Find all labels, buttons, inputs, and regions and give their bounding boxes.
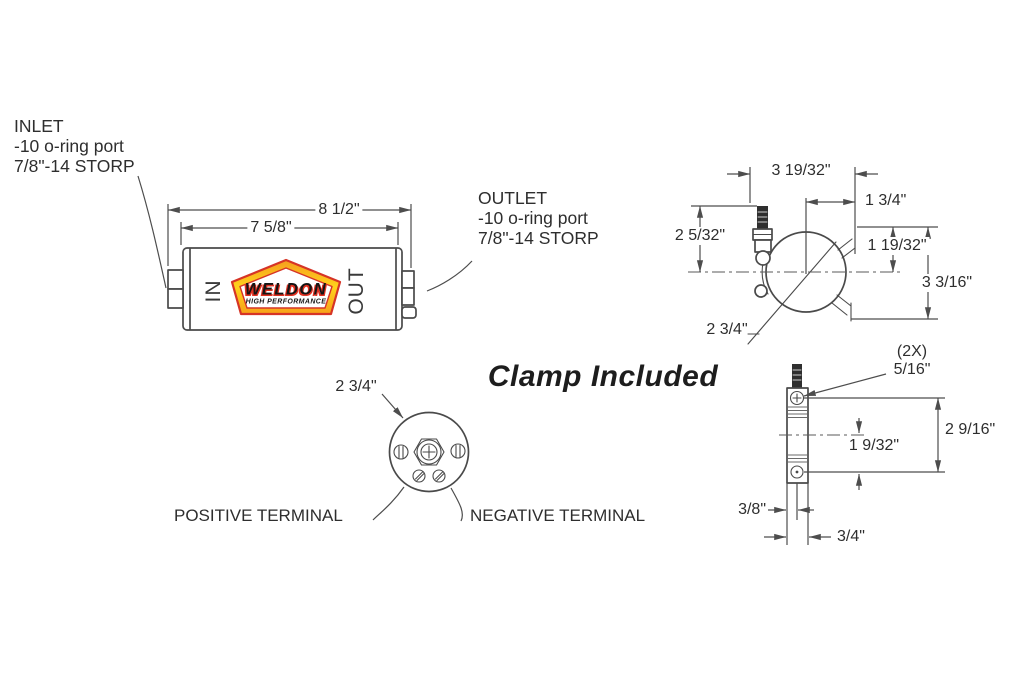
positive-terminal-label: POSITIVE TERMINAL [174, 506, 343, 525]
inlet-port-spec: -10 o-ring port [14, 136, 124, 156]
outlet-label: OUTLET -10 o-ring port 7/8"-14 STORP [478, 188, 599, 248]
pump-out-marking: OUT [345, 267, 368, 315]
pump-in-marking: IN [202, 279, 225, 303]
clamp-pivot-lower [754, 284, 768, 298]
weldon-logo-tagline: HIGH PERFORMANCE [245, 298, 327, 306]
terminal-leader-lines [372, 393, 463, 522]
terminal-right-screw [450, 443, 466, 459]
dim-bolt-to-center: 2 5/32" [671, 227, 729, 245]
hole-callout-size: 5/16" [893, 361, 931, 378]
dim-center-to-tab: 1 3/4" [865, 192, 907, 209]
dim-hole-spacing: 2 9/16" [945, 421, 996, 438]
dim-tab-to-center: 1 19/32" [864, 237, 930, 255]
clamp-side-drawing [786, 364, 809, 484]
inlet-leader-line [137, 175, 167, 289]
clamp-included-note: Clamp Included [487, 360, 719, 393]
logo-pentagon-inner [239, 267, 333, 309]
clamp-tab-upper [837, 238, 856, 259]
dim-endcap-diameter: 2 3/4" [335, 378, 377, 395]
clamp-side-knurl-top [787, 406, 808, 418]
terminal-end-drawing [388, 411, 470, 493]
dim-clamp-overall-width: 3 19/32" [771, 162, 831, 179]
inlet-label: INLET -10 o-ring port 7/8"-14 STORP [14, 116, 135, 176]
dim-tab-to-tab: 3 3/16" [918, 274, 976, 292]
dim-band-width: 3/4" [837, 528, 865, 545]
outlet-title: OUTLET [478, 188, 548, 208]
dim-band-thickness: 3/8" [738, 501, 766, 518]
outlet-thread-spec: 7/8"-14 STORP [478, 228, 599, 248]
clamp-front-dimension-lines [688, 167, 938, 320]
outlet-port-fitting-upper [401, 270, 415, 289]
hole-callout-qty: (2X) [896, 343, 928, 360]
clamp-pivot-upper [755, 250, 771, 266]
inlet-port-fitting-upper [167, 269, 184, 290]
clamp-side-stud [792, 364, 802, 388]
negative-terminal-label: NEGATIVE TERMINAL [470, 506, 646, 525]
clamp-side-knurl-bottom [787, 454, 808, 463]
weldon-logo-shape [230, 258, 342, 316]
terminal-diameter-leader [381, 393, 404, 419]
outlet-port-spec: -10 o-ring port [478, 208, 588, 228]
negative-terminal-leader [450, 487, 463, 522]
positive-terminal-leader [372, 486, 405, 521]
hole-callout-leader [803, 373, 887, 397]
pump-bottom-stub [401, 306, 417, 319]
dim-center-to-hole: 1 9/32" [848, 437, 900, 454]
clamp-front-drawing [747, 206, 856, 345]
clamp-bolt-stud [757, 206, 768, 229]
outlet-port-fitting-lower [401, 287, 415, 306]
inlet-thread-spec: 7/8"-14 STORP [14, 156, 135, 176]
clamp-side-dimension-lines [764, 373, 945, 545]
inlet-title: INLET [14, 116, 64, 136]
inlet-port-fitting-lower [167, 288, 184, 309]
clamp-tab-lower [831, 294, 852, 322]
dim-overall-length: 8 1/2" [315, 201, 363, 219]
outlet-leader-line [426, 260, 473, 292]
dim-body-length: 7 5/8" [247, 219, 295, 237]
clamp-diameter-line [747, 241, 837, 345]
weldon-logo-text: WELDON [244, 280, 328, 299]
dim-clamp-diameter: 2 3/4" [706, 321, 748, 338]
terminal-left-screw [393, 444, 409, 460]
